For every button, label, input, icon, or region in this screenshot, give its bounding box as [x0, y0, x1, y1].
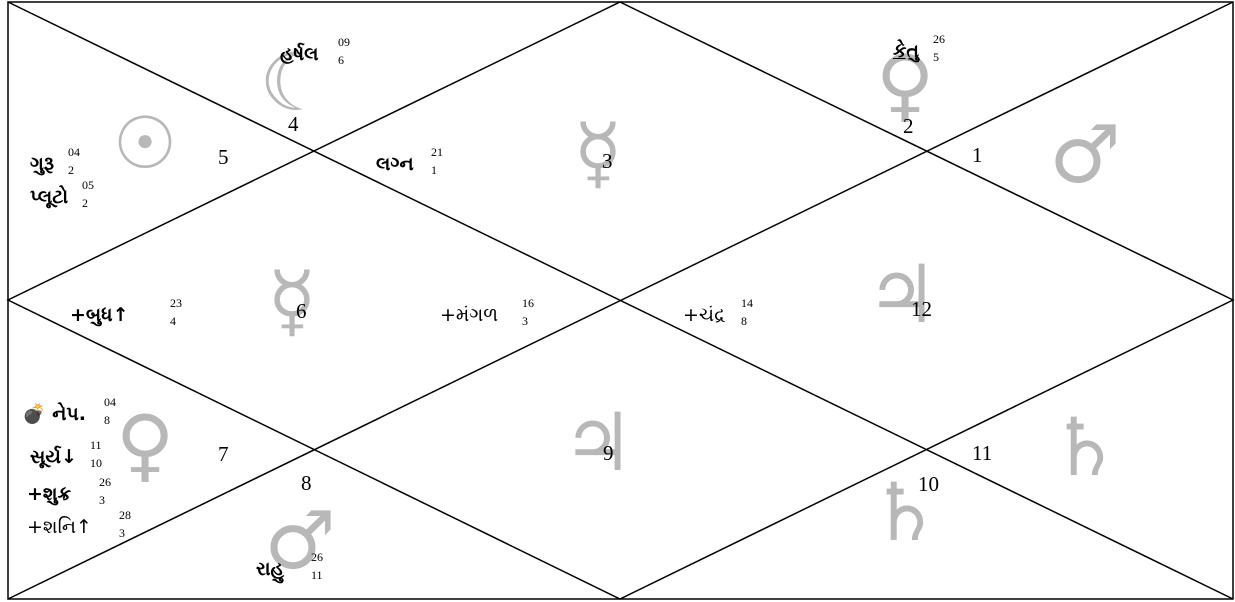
planet-name: પ્લૂટો	[30, 186, 69, 208]
planet-degree: 26	[933, 32, 945, 46]
planet-nakshatra: 8	[741, 314, 747, 328]
mercury-icon: ☿	[573, 106, 622, 199]
house-number-1: 1	[972, 143, 983, 167]
planet-name: +ચંદ્ર	[683, 304, 726, 326]
saturn-icon: ♄	[869, 466, 941, 559]
venus-icon: ♀	[116, 398, 175, 491]
planet-name: 💣 નેપ.	[22, 403, 86, 425]
planet-degree: 28	[119, 508, 131, 522]
planet-degree: 09	[338, 35, 350, 49]
planet-lagna: લગ્ન 21 1	[376, 146, 443, 176]
saturn-icon: ♄	[1049, 401, 1121, 494]
planet-shukra: +શુક્ર 26 3	[27, 476, 111, 506]
planet-degree: 05	[82, 178, 94, 192]
planet-degree: 23	[170, 296, 182, 310]
planet-nakshatra: 3	[522, 314, 528, 328]
house-number-11: 11	[972, 441, 992, 465]
planet-name: કેતુ	[893, 40, 920, 62]
house-number-3: 3	[602, 149, 613, 173]
planet-name: રાહુ	[256, 558, 284, 580]
planet-ketu: કેતુ 26 5	[893, 33, 945, 63]
planet-nakshatra: 3	[99, 493, 105, 507]
planet-degree: 21	[431, 145, 443, 159]
planet-degree: 16	[522, 296, 534, 310]
planet-name: +શનિ↑	[27, 516, 92, 538]
planet-name: ગુરૂ	[30, 153, 54, 175]
planet-guru: ગુરૂ 04 2	[30, 146, 80, 176]
planet-surya: સૂર્ય↓ 11 10	[30, 439, 102, 469]
planet-degree: 14	[741, 296, 753, 310]
sun-icon: ☉	[113, 101, 178, 185]
house-number-10: 10	[918, 472, 939, 496]
planet-name: હર્ષલ	[280, 43, 319, 65]
planet-pluto: પ્લૂટો 05 2	[30, 179, 94, 209]
planet-degree: 26	[311, 550, 323, 564]
planet-budh: +બુધ↑ 23 4	[70, 297, 182, 327]
house-number-12: 12	[911, 297, 932, 321]
mars-icon: ♂	[1049, 108, 1121, 201]
planet-degree: 26	[99, 475, 111, 489]
planet-nakshatra: 3	[119, 526, 125, 540]
planet-name: સૂર્ય↓	[30, 446, 77, 468]
planet-name: +બુધ↑	[70, 304, 129, 326]
house-number-6: 6	[296, 299, 307, 323]
planet-nakshatra: 1	[431, 163, 437, 177]
inner-diamond	[6, 1, 1235, 600]
moon-icon: ☾	[259, 36, 331, 129]
house-number-4: 4	[288, 112, 299, 136]
house-number-9: 9	[603, 441, 614, 465]
jupiter-icon: ♃	[866, 248, 938, 341]
venus-icon: ♀	[876, 38, 935, 131]
planet-nakshatra: 2	[82, 196, 88, 210]
planet-nakshatra: 4	[170, 314, 176, 328]
planet-name: +શુક્ર	[27, 483, 71, 505]
jupiter-icon: ♃	[562, 396, 634, 489]
planet-nakshatra: 2	[68, 163, 74, 177]
planet-nep: 💣 નેપ. 04 8	[22, 396, 116, 426]
planet-harshal: હર્ષલ 09 6	[280, 36, 350, 66]
house-number-8: 8	[301, 471, 312, 495]
planet-nakshatra: 11	[311, 568, 323, 582]
planet-shani: +શનિ↑ 28 3	[27, 509, 131, 539]
mercury-icon: ☿	[267, 254, 316, 347]
planet-degree: 04	[104, 395, 116, 409]
planet-rahu: રાહુ 26 11	[256, 551, 323, 581]
mars-icon: ♂	[264, 494, 336, 587]
house-number-2: 2	[903, 114, 914, 138]
planet-nakshatra: 6	[338, 53, 344, 67]
planet-degree: 11	[90, 438, 102, 452]
planet-chandra: +ચંદ્ર 14 8	[683, 297, 753, 327]
planet-degree: 04	[68, 145, 80, 159]
planet-nakshatra: 10	[90, 456, 102, 470]
planet-nakshatra: 8	[104, 413, 110, 427]
house-number-7: 7	[218, 442, 229, 466]
planet-name: +મંગળ	[440, 304, 499, 326]
house-number-5: 5	[218, 145, 229, 169]
planet-mangal: +મંગળ 16 3	[440, 297, 534, 327]
planet-name: લગ્ન	[376, 153, 414, 175]
diagonal-line	[7, 1, 1234, 600]
planet-nakshatra: 5	[933, 50, 939, 64]
